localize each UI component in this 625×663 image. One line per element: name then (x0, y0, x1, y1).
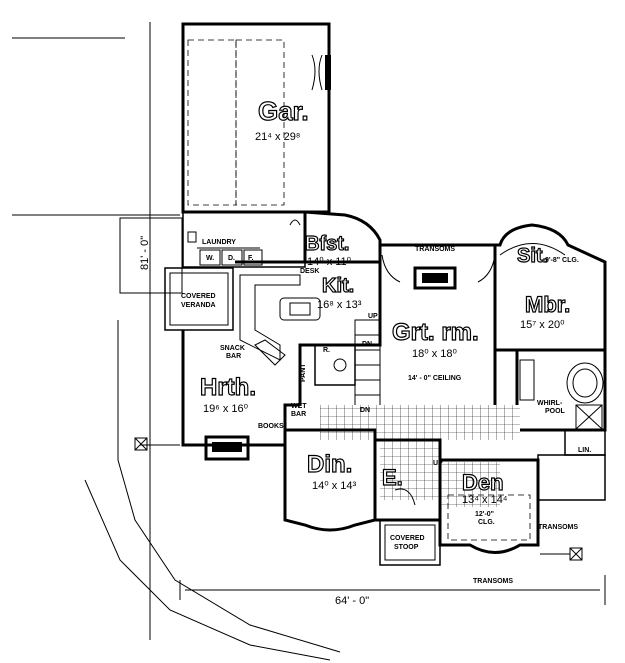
laundry-label: LAUNDRY (202, 239, 236, 246)
sitting-dims: 9'-8" CLG. (545, 257, 579, 264)
garage-name: Gar. (258, 96, 309, 126)
transoms-top-label: TRANSOMS (415, 246, 455, 253)
dn-top-label: DN (362, 341, 372, 348)
den (438, 458, 540, 554)
snack-bar-label-2: BAR (226, 353, 241, 360)
den-name: Den (462, 470, 504, 495)
stoop-label-1: COVERED (390, 535, 425, 542)
hearth-dims: 19⁶ x 16⁰ (203, 403, 249, 415)
dining-dims: 14⁰ x 14³ (312, 480, 356, 492)
kitchen (235, 260, 382, 405)
breakfast-bay (303, 210, 382, 264)
books-label: BOOKS (258, 423, 284, 430)
entry-name: E. (382, 465, 403, 490)
breakfast-dims: 14⁰ x 11⁰ (307, 256, 352, 268)
garage-dims: 21⁴ x 29⁸ (255, 131, 300, 143)
laundry-area (182, 211, 306, 268)
covered-stoop (379, 519, 441, 566)
hearth-name: Hrth. (200, 374, 256, 401)
kitchen-dims: 16⁸ x 13³ (317, 299, 362, 311)
stoop-label-2: STOOP (394, 544, 419, 551)
pantry-label: PANT (300, 363, 307, 382)
freezer-label: F. (248, 255, 254, 262)
sitting-name: Sit. (517, 245, 548, 267)
dining-room (283, 428, 377, 532)
wet-bar-label-1: WET (291, 403, 307, 410)
wet-bar-label-2: BAR (291, 411, 306, 418)
veranda-label-1: COVERED (181, 293, 216, 300)
whirlpool-label-2: POOL (545, 408, 566, 415)
veranda-label-2: VERANDA (181, 302, 216, 309)
up-stair-label: UP (433, 460, 443, 467)
master-bath (515, 348, 607, 501)
transoms-right-label: TRANSOMS (538, 524, 578, 531)
site-lines (12, 22, 606, 661)
great-room-name: Grt. rm. (392, 319, 479, 346)
den-dims: 13⁴ x 14⁴ (462, 494, 508, 506)
snack-bar-label-1: SNACK (220, 345, 245, 352)
stairs-pantry (314, 319, 381, 411)
linen-label: LIN. (578, 447, 591, 454)
master-name: Mbr. (525, 292, 570, 317)
up-top-label: UP (368, 313, 378, 320)
dining-name: Din. (307, 451, 352, 478)
kitchen-name: Kit. (322, 275, 354, 297)
great-room-dims: 18⁰ x 18⁰ (412, 348, 457, 360)
dn-bottom-label: DN (360, 407, 370, 414)
desk-label: DESK (300, 268, 319, 275)
master-dims: 15⁷ x 20⁰ (520, 319, 565, 331)
whirlpool-label-1: WHIRL- (537, 400, 563, 407)
width-dimension: 64' - 0" (335, 595, 369, 607)
veranda (164, 267, 234, 331)
transoms-bottom-label: TRANSOMS (473, 578, 513, 585)
refrigerator-label: R. (323, 347, 330, 354)
garage (181, 22, 331, 214)
dryer-label: D. (228, 255, 235, 262)
washer-label: W. (206, 255, 214, 262)
breakfast-name: Bfst. (305, 233, 349, 255)
tile-hall (320, 405, 520, 507)
master-suite (495, 223, 607, 352)
ceiling-label: 14' - 0" CEILING (408, 375, 462, 382)
depth-dimension: 81' - 0" (139, 236, 151, 270)
den-ceiling-label-1: 12'-0" (475, 511, 494, 518)
den-ceiling-label-2: CLG. (478, 519, 495, 526)
